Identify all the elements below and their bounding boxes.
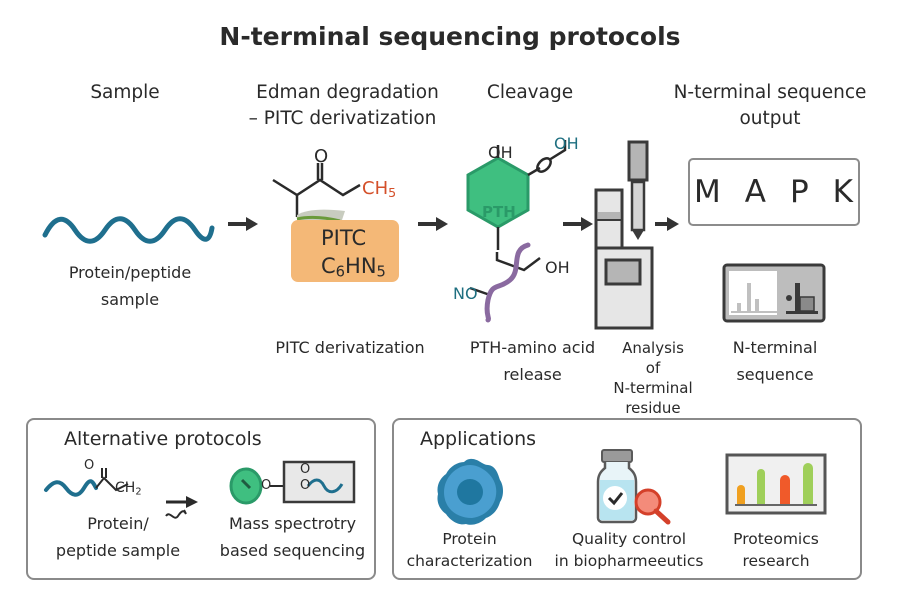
step-caption-pth: PTH-amino acid release bbox=[455, 334, 610, 388]
app-caption-proteomics: Proteomics research bbox=[716, 528, 836, 572]
residue-letter: M bbox=[693, 174, 722, 210]
caption-line: research bbox=[742, 552, 810, 570]
caption-line: Analysis bbox=[622, 339, 684, 357]
arrow-icon bbox=[655, 217, 679, 231]
alt-oxygen-label: O bbox=[84, 458, 95, 473]
pitc-reagent-box: PITC C6HN5 bbox=[291, 220, 399, 282]
mass-spec-icon bbox=[229, 460, 356, 505]
residue-letter: A bbox=[744, 174, 767, 210]
protein-keto-molecule-icon bbox=[44, 468, 129, 497]
step-header-edman-line1: Edman degradation bbox=[256, 82, 439, 103]
step-caption-sample: Protein/peptide sample bbox=[35, 259, 225, 313]
caption-line: characterization bbox=[406, 552, 533, 570]
arrow-icon bbox=[418, 217, 448, 231]
ch-sub: 5 bbox=[388, 185, 397, 201]
mass-spec-o-link: O bbox=[261, 478, 272, 493]
step-header-output-line2: output bbox=[739, 108, 801, 129]
mass-spec-o-top: O bbox=[300, 462, 311, 477]
pth-oh-right: OH bbox=[554, 134, 579, 153]
caption-line: Mass spectrotry bbox=[228, 514, 357, 533]
arrow-icon bbox=[563, 217, 593, 231]
caption-line: N-terminal bbox=[732, 338, 818, 357]
app-caption-protein: Protein characterization bbox=[402, 528, 537, 572]
step-header-output: N-terminal sequence output bbox=[655, 80, 885, 132]
vial-magnifier-icon bbox=[596, 449, 671, 525]
residue-letter: K bbox=[832, 174, 854, 210]
alt-right-caption: Mass spectrotry based sequencing bbox=[210, 510, 375, 564]
pth-hexagon-icon bbox=[466, 140, 567, 323]
formula-sub: 6 bbox=[335, 263, 346, 281]
caption-line: based sequencing bbox=[219, 541, 366, 560]
formula-part: C bbox=[321, 254, 336, 278]
caption-line: Protein bbox=[442, 530, 497, 548]
ch-text: CH bbox=[362, 178, 389, 199]
squiggle-arrow-icon bbox=[165, 496, 198, 519]
alt-left-caption: Protein/ peptide sample bbox=[48, 510, 188, 564]
pth-label: PTH bbox=[482, 203, 516, 221]
ch-text: CH bbox=[115, 480, 136, 496]
caption-line: PTH-amino acid bbox=[469, 338, 596, 357]
step-header-edman: Edman degradation – PITC derivatization bbox=[240, 80, 455, 132]
caption-line: in biopharmeeutics bbox=[554, 552, 704, 570]
applications-title: Applications bbox=[420, 428, 537, 450]
step-header-output-line1: N-terminal sequence bbox=[673, 82, 867, 103]
step-caption-sequence: N-terminal sequence bbox=[710, 334, 840, 388]
formula-sub: 5 bbox=[376, 263, 386, 281]
pth-oh-top: OH bbox=[488, 143, 513, 162]
step-caption-analysis: Analysis of N-terminal residue bbox=[603, 338, 703, 418]
sequence-display-icon bbox=[722, 263, 826, 323]
caption-line: sequence bbox=[736, 365, 814, 384]
caption-line: N-terminal bbox=[613, 379, 693, 397]
pitc-oxygen-label: O bbox=[314, 146, 329, 167]
pth-no-label: NO bbox=[453, 284, 478, 303]
formula-part: HN bbox=[345, 254, 377, 278]
residue-letter: P bbox=[789, 174, 810, 210]
ch-sub: 2 bbox=[135, 486, 142, 498]
alt-ch-label: CH2 bbox=[115, 480, 142, 497]
caption-line: Protein/peptide bbox=[68, 263, 192, 282]
alternative-protocols-title: Alternative protocols bbox=[64, 428, 262, 450]
mass-spec-o: O bbox=[300, 478, 311, 493]
pitc-box-line1: PITC bbox=[321, 226, 367, 250]
caption-line: of bbox=[645, 359, 661, 377]
diagram-title: N-terminal sequencing protocols bbox=[219, 22, 681, 51]
pitc-ch-label: CH5 bbox=[362, 178, 396, 200]
caption-line: sample bbox=[100, 290, 160, 309]
caption-line: Quality control bbox=[571, 530, 687, 548]
sequence-output-box: M A P K bbox=[688, 158, 860, 226]
pth-oh-bottom: OH bbox=[545, 258, 570, 277]
bar-chart-icon bbox=[725, 453, 827, 515]
caption-line: release bbox=[503, 365, 562, 384]
step-header-sample: Sample bbox=[90, 82, 160, 103]
step-header-edman-line2: – PITC derivatization bbox=[248, 108, 437, 129]
app-caption-qc: Quality control in biopharmeeutics bbox=[548, 528, 710, 572]
wavy-peptide-icon bbox=[42, 216, 215, 244]
caption-line: Proteomics bbox=[733, 530, 819, 548]
caption-line: Protein/ bbox=[87, 514, 149, 533]
caption-line: peptide sample bbox=[55, 541, 181, 560]
step-caption-pitc: PITC derivatization bbox=[275, 338, 425, 357]
pitc-box-formula: C6HN5 bbox=[321, 252, 399, 287]
arrow-icon bbox=[228, 217, 258, 231]
protein-cell-icon bbox=[437, 458, 503, 525]
caption-line: residue bbox=[625, 399, 681, 417]
step-header-cleavage: Cleavage bbox=[486, 82, 574, 103]
analyzer-instrument-icon bbox=[594, 140, 654, 330]
